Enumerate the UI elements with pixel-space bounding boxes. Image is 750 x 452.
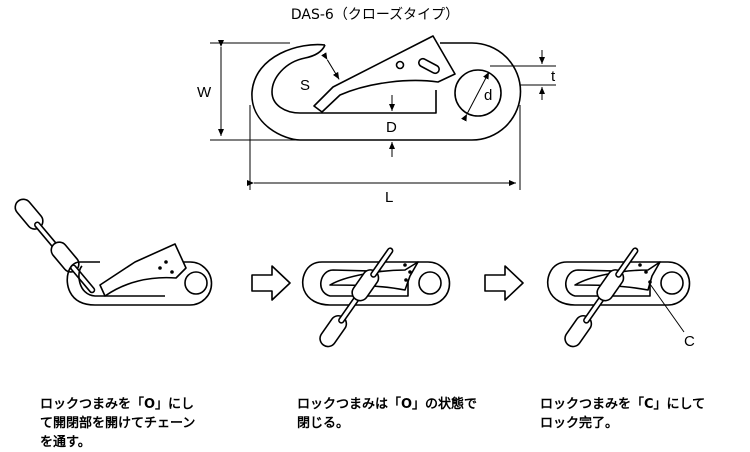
chain bbox=[319, 247, 394, 348]
step3-illustration bbox=[546, 247, 691, 348]
label-s: S bbox=[300, 77, 310, 94]
step3-caption: ロックつまみを「C」にしてロック完了。 bbox=[540, 397, 706, 431]
label-c: C bbox=[684, 333, 695, 350]
dimension-lines bbox=[210, 40, 556, 190]
step1-caption: ロックつまみを「O」にして開閉部を開けてチェーンを通す。 bbox=[40, 397, 196, 450]
label-w: W bbox=[197, 84, 212, 101]
step2-illustration bbox=[301, 247, 451, 348]
arrow-right-icon bbox=[251, 265, 291, 301]
snap-hook-main bbox=[251, 35, 522, 141]
chain bbox=[564, 247, 639, 348]
step2-caption: ロックつまみは「O」の状態で閉じる。 bbox=[297, 397, 478, 431]
label-t: t bbox=[551, 68, 556, 85]
label-d-large: D bbox=[386, 119, 397, 136]
label-l: L bbox=[385, 189, 393, 206]
arrow-right-icon bbox=[484, 265, 524, 301]
step1-illustration bbox=[14, 198, 213, 306]
label-d-small: d bbox=[484, 87, 492, 104]
diagram-title: DAS-6（クローズタイプ） bbox=[291, 7, 459, 23]
chain bbox=[14, 198, 96, 294]
